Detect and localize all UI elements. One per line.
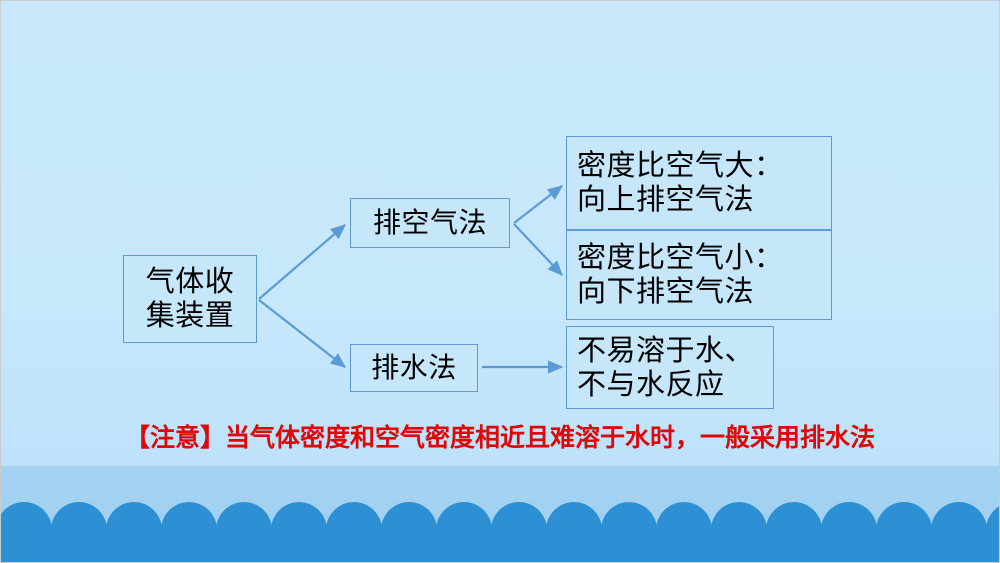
edge-air-to-lighter (513, 223, 563, 276)
node-air-displacement-method[interactable]: 排空气法 (350, 198, 510, 248)
scallop-circle (188, 528, 245, 562)
scallop-circle (298, 528, 355, 562)
scallop-circle (683, 528, 740, 562)
node-line: 排水法 (371, 350, 457, 384)
edge-root-to-water (258, 299, 347, 368)
scallop-circle (133, 528, 190, 562)
node-line: 向上排空气法 (577, 182, 755, 216)
node-line: 排空气法 (372, 205, 487, 239)
scallop-circle (793, 528, 850, 562)
node-lighter-than-air[interactable]: 密度比空气小： 向下排空气法 (566, 230, 832, 320)
node-gas-collection-device[interactable]: 气体收 集装置 (123, 255, 257, 343)
scallop-row-front (1, 528, 999, 562)
scallop-circle (78, 528, 135, 562)
node-line: 气体收 (145, 264, 235, 299)
scallop-circle (408, 528, 465, 562)
node-line: 密度比空气大： (577, 148, 784, 183)
note-text: 【注意】当气体密度和空气密度相近且难溶于水时，一般采用排水法 (124, 423, 875, 452)
edge-air-to-denser (513, 185, 564, 224)
node-insoluble-in-water[interactable]: 不易溶于水、 不与水反应 (566, 326, 774, 409)
scallop-circle (1, 528, 25, 562)
edge-root-to-air (258, 224, 347, 300)
node-line: 向下排空气法 (577, 274, 755, 308)
scallop-circle (903, 528, 960, 562)
scallop-circle (353, 528, 410, 562)
scallop-circle (628, 528, 685, 562)
node-water-displacement-method[interactable]: 排水法 (350, 344, 478, 392)
node-line: 不与水反应 (577, 366, 725, 401)
scallop-circle (573, 528, 630, 562)
node-line: 集装置 (145, 298, 235, 332)
scallop-circle (243, 528, 300, 562)
bottom-decoration-band (1, 466, 999, 562)
scallop-circle (463, 528, 520, 562)
scallop-circle (518, 528, 575, 562)
node-line: 密度比空气小： (577, 240, 784, 275)
scallop-circle (848, 528, 905, 562)
node-denser-than-air[interactable]: 密度比空气大： 向上排空气法 (566, 136, 832, 230)
scallop-circle (738, 528, 795, 562)
scallop-circle (958, 528, 999, 562)
node-line: 不易溶于水、 (577, 332, 755, 367)
scallop-circle (23, 528, 80, 562)
